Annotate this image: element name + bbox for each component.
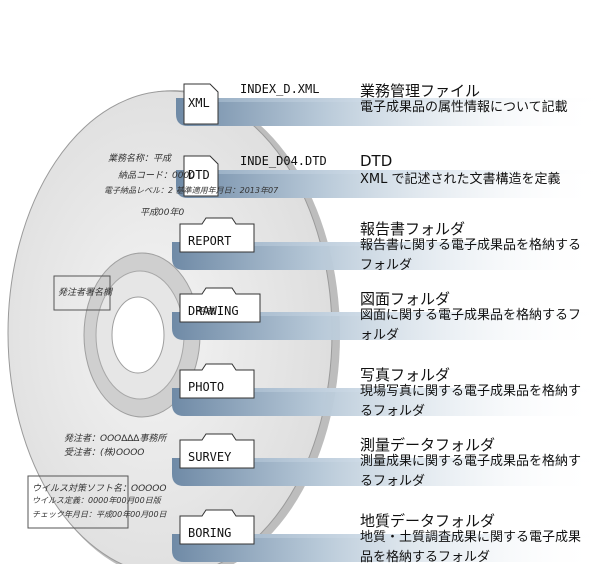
- entry-title: 測量データフォルダ: [360, 436, 496, 454]
- entry-icon-label: DTD: [188, 168, 210, 182]
- disc-info-line-2: 納品コード：0000: [118, 171, 195, 181]
- entry-ribbon-highlight: [184, 170, 604, 174]
- folder-icon: [179, 509, 255, 545]
- entry-ribbon-highlight: [180, 534, 600, 538]
- file-icon: [183, 155, 219, 197]
- folder-icon: [179, 217, 255, 253]
- disc-orderer: 発注者：OOO∆∆∆事務所: [64, 434, 167, 444]
- entry-icon-label: REPORT: [188, 234, 232, 248]
- entry-ribbon-highlight: [184, 98, 604, 102]
- entry-title: 報告書フォルダ: [360, 220, 466, 238]
- entry-filename: INDE_D04.DTD: [240, 154, 327, 168]
- entry-title: DTD: [360, 152, 393, 170]
- entry-description: 地質・土質調査成果に関する電子成果品を格納するフォルダ: [360, 530, 582, 565]
- entry-description: 測量成果に関する電子成果品を格納するフォルダ: [360, 454, 582, 489]
- entry-description: 報告書に関する電子成果品を格納するフォルダ: [360, 238, 582, 273]
- entry-ribbon: [172, 458, 600, 486]
- disc-signature-label: 発注者署名欄: [58, 288, 113, 298]
- signature-box: [53, 275, 111, 311]
- disc-virus-line-1: ウイルス対策ソフト名：OOOOO: [32, 484, 167, 494]
- entry-filename: INDEX_D.XML: [240, 82, 320, 96]
- entry-ribbon: [176, 170, 600, 198]
- entry-ribbon-highlight: [180, 458, 600, 462]
- entry-ribbon-highlight: [180, 312, 600, 316]
- folder-icon: [179, 287, 261, 323]
- entry-ribbon: [176, 98, 600, 126]
- disc-small-box-label: 平成: [196, 307, 215, 317]
- entry-ribbon: [172, 534, 600, 562]
- entry-description: 現場写真に関する電子成果品を格納するフォルダ: [360, 384, 582, 419]
- disc-virus-line-3: チェック年月日：平成00年00月00日: [32, 510, 167, 519]
- entry-title: 業務管理ファイル: [360, 82, 481, 100]
- entry-title: 図面フォルダ: [360, 290, 451, 308]
- disc-info-line-3: 電子納品レベル：2 基準適用年月日：2013年07: [104, 186, 279, 195]
- entry-description: 電子成果品の属性情報について記載: [360, 100, 568, 115]
- entry-icon-label: PHOTO: [188, 380, 225, 394]
- disc-info-line-1: 業務名称：平成: [108, 154, 172, 164]
- disc-contractor: 受注者：(株)OOOO: [64, 448, 145, 458]
- disc-virus-line-2: ウイルス定義：0000年00月00日版: [32, 496, 161, 505]
- entry-description: XML で記述された文書構造を定義: [360, 172, 561, 187]
- entry-description: 図面に関する電子成果品を格納するフォルダ: [360, 308, 582, 343]
- entry-icon-label: XML: [188, 96, 210, 110]
- disc-info-line-4: 平成00年0: [140, 208, 185, 218]
- entry-icon-label: DRAWING: [188, 304, 239, 318]
- entry-title: 地質データフォルダ: [360, 512, 496, 530]
- entry-ribbon-highlight: [180, 388, 600, 392]
- folder-icon: [179, 433, 255, 469]
- entry-icon-label: SURVEY: [188, 450, 232, 464]
- entry-ribbon: [172, 312, 600, 340]
- virus-check-box: [27, 475, 129, 529]
- entry-ribbon: [172, 388, 600, 416]
- entry-ribbon-highlight: [180, 242, 600, 246]
- entry-icon-label: BORING: [188, 526, 232, 540]
- file-icon: [183, 83, 219, 125]
- entry-ribbon: [172, 242, 600, 270]
- entry-title: 写真フォルダ: [360, 366, 451, 384]
- folder-icon: [179, 363, 255, 399]
